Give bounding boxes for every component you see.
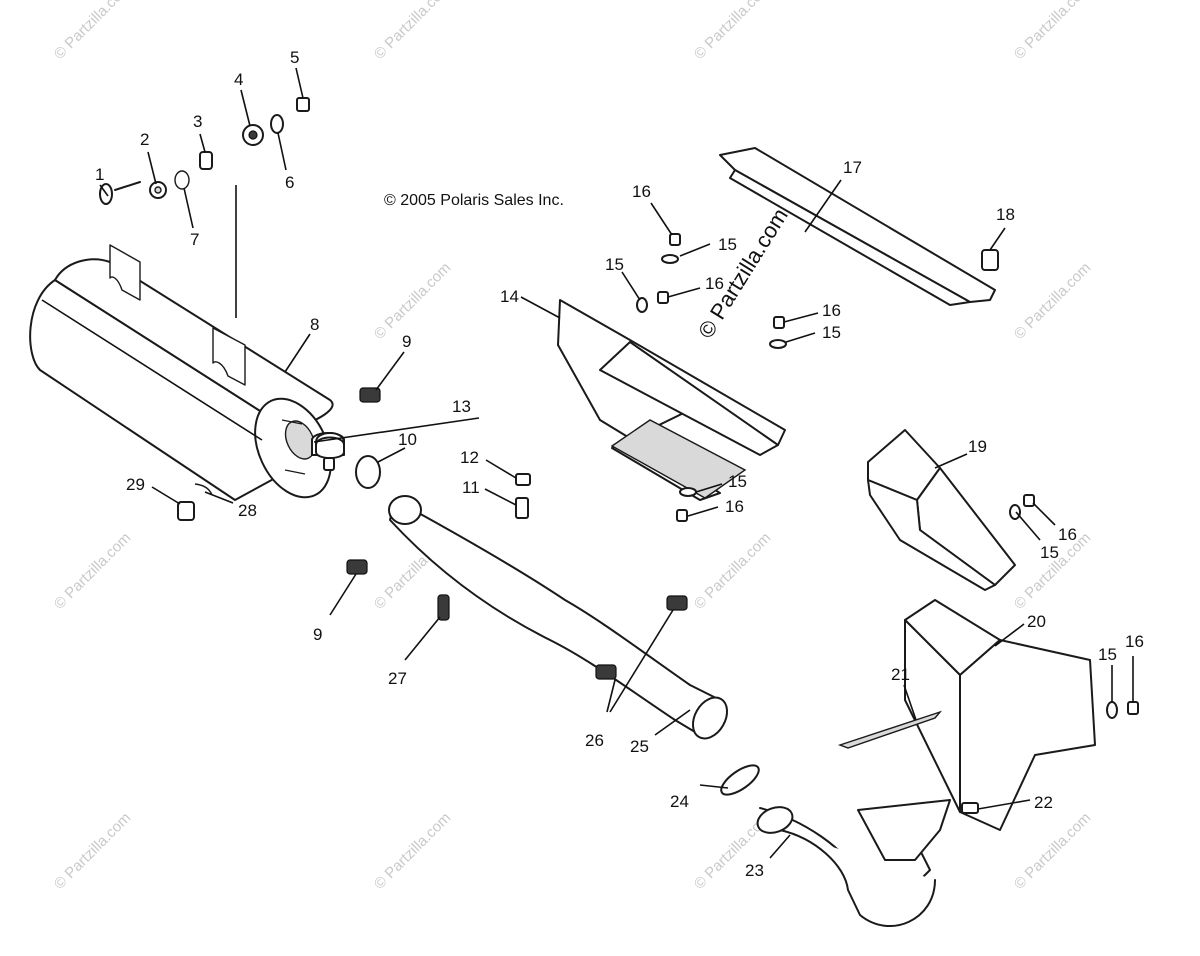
callout-12: 12	[460, 448, 479, 467]
callout-20: 20	[1027, 612, 1046, 631]
callouts: 1 2 3 4 5 6 7 8 9 10 11 12 13 14 15 15 1…	[95, 48, 1144, 880]
callout-1: 1	[95, 165, 104, 184]
watermark: © Partzilla.com	[51, 809, 134, 892]
callout-27: 27	[388, 669, 407, 688]
heat-shield-19	[867, 429, 1016, 591]
callout-9b: 9	[313, 625, 322, 644]
callout-9a: 9	[402, 332, 411, 351]
callout-3: 3	[193, 112, 202, 131]
leader-lines	[99, 67, 1134, 859]
bumper-13-main	[315, 436, 345, 471]
watermark: © Partzilla.com	[371, 0, 454, 63]
washer-6	[270, 114, 284, 134]
callout-17: 17	[843, 158, 862, 177]
header-pipe-23	[756, 799, 951, 927]
spring-9-upper	[359, 387, 381, 403]
callout-15c: 15	[822, 323, 841, 342]
bracket-17	[719, 147, 996, 306]
heat-shield-14	[557, 299, 786, 501]
callout-19: 19	[968, 437, 987, 456]
bolt-11	[515, 497, 529, 519]
callout-18: 18	[996, 205, 1015, 224]
muffler	[29, 244, 334, 501]
watermark: © Partzilla.com	[51, 529, 134, 612]
callout-16d: 16	[725, 497, 744, 516]
spring-26b	[595, 664, 617, 680]
watermark: © Partzilla.com	[1011, 259, 1094, 342]
watermark: © Partzilla.com	[1011, 529, 1094, 612]
callout-16e: 16	[1058, 525, 1077, 544]
callout-29: 29	[126, 475, 145, 494]
callout-7: 7	[190, 230, 199, 249]
callout-25: 25	[630, 737, 649, 756]
callout-2: 2	[140, 130, 149, 149]
watermark: © Partzilla.com	[1011, 0, 1094, 63]
watermark: © Partzilla.com	[371, 259, 454, 342]
spring-9-lower	[346, 559, 368, 575]
callout-16c: 16	[822, 301, 841, 320]
callout-5: 5	[290, 48, 299, 67]
callout-15d: 15	[728, 472, 747, 491]
gasket-24	[720, 764, 760, 796]
callout-15e: 15	[1040, 543, 1059, 562]
spring-27	[437, 594, 450, 621]
callout-8: 8	[310, 315, 319, 334]
watermark: © Partzilla.com	[1011, 809, 1094, 892]
watermark: © Partzilla.com	[51, 0, 134, 63]
callout-6: 6	[285, 173, 294, 192]
callout-11: 11	[462, 478, 480, 497]
callout-16a: 16	[632, 182, 651, 201]
watermark: © Partzilla.com	[691, 0, 774, 63]
plug-29	[177, 501, 195, 521]
callout-22: 22	[1034, 793, 1053, 812]
callout-15b: 15	[605, 255, 624, 274]
callout-4: 4	[234, 70, 243, 89]
mid-pipe-25	[388, 495, 729, 740]
callout-14: 14	[500, 287, 519, 306]
callout-13: 13	[452, 397, 471, 416]
callout-28: 28	[238, 501, 257, 520]
callout-23: 23	[745, 861, 764, 880]
spring-26a	[666, 595, 688, 611]
nut-12	[515, 473, 531, 486]
callout-24: 24	[670, 792, 689, 811]
watermark: © Partzilla.com	[691, 529, 774, 612]
bolt-22	[961, 802, 979, 814]
callout-16f: 16	[1125, 632, 1144, 651]
callout-21: 21	[891, 665, 910, 684]
fasteners	[636, 233, 1139, 719]
callout-16b: 16	[705, 274, 724, 293]
callout-26: 26	[585, 731, 604, 750]
bolt-18	[981, 249, 999, 271]
grommet-4	[242, 124, 264, 146]
callout-15f: 15	[1098, 645, 1117, 664]
callout-15a: 15	[718, 235, 737, 254]
spacer-3	[199, 151, 213, 170]
heat-shield-20	[904, 599, 1096, 831]
grommet-2	[149, 181, 167, 199]
clip-7	[174, 170, 190, 190]
gasket-21	[837, 710, 943, 749]
gasket-10	[355, 455, 381, 489]
copyright-notice: © 2005 Polaris Sales Inc.	[384, 192, 564, 209]
nut-5	[296, 97, 310, 112]
callout-10: 10	[398, 430, 417, 449]
watermark: © Partzilla.com	[371, 809, 454, 892]
